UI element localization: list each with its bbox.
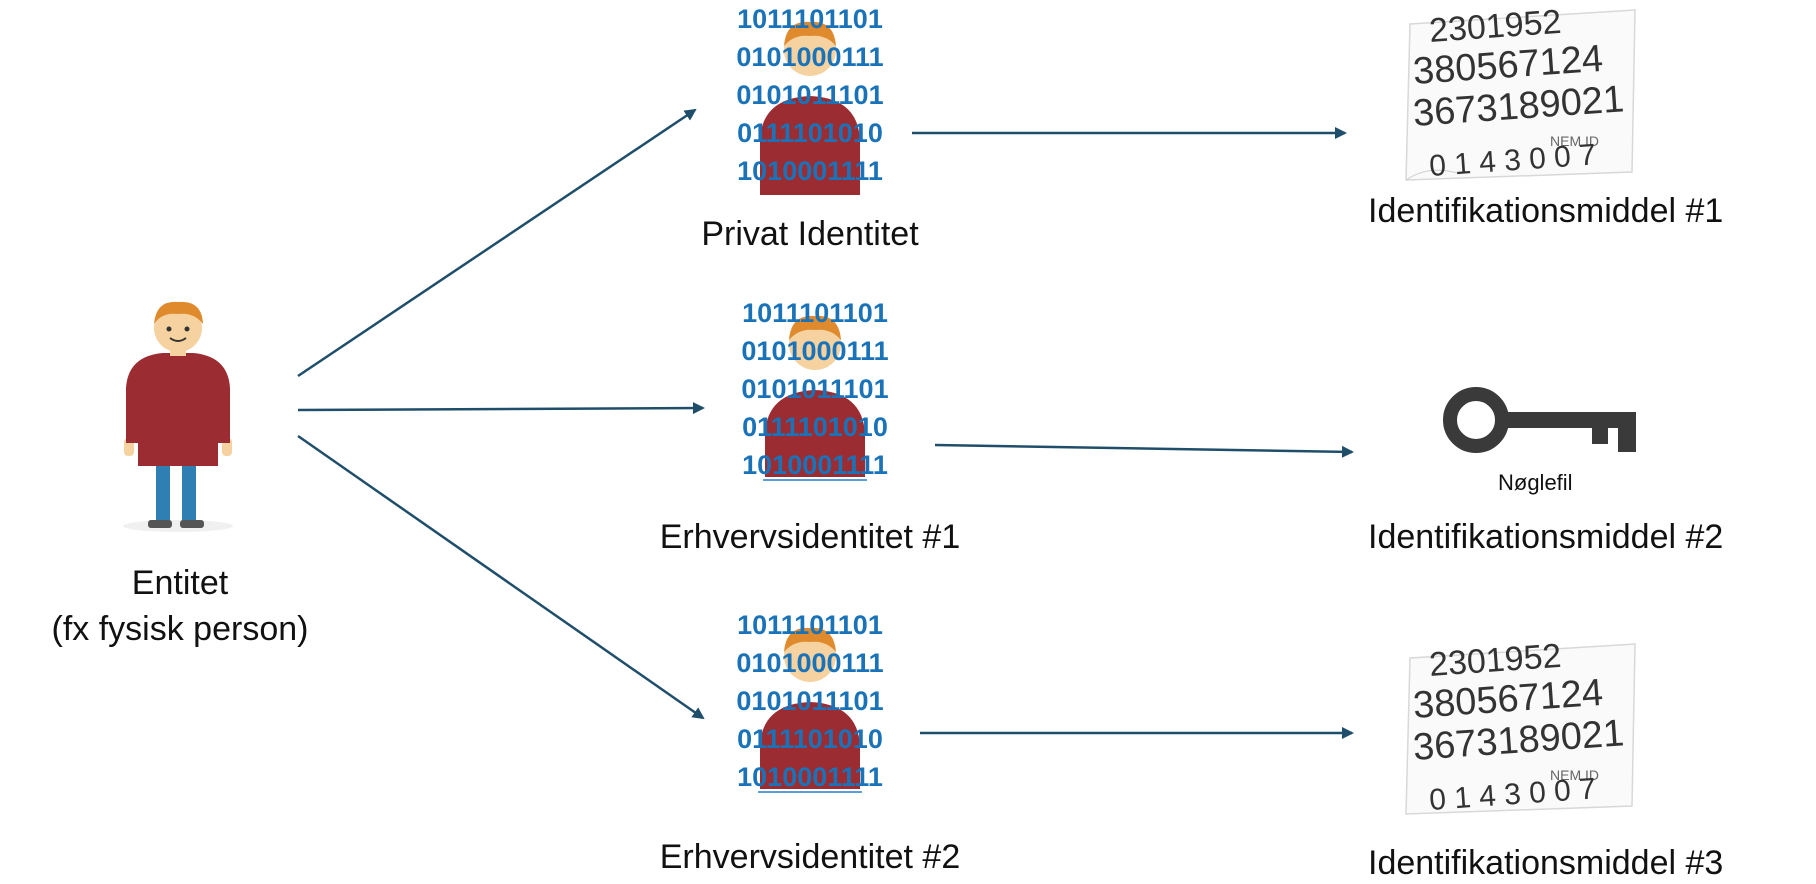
key-file-label: Nøglefil xyxy=(1498,470,1573,495)
binary-line: 0101011101 xyxy=(736,80,884,110)
binary-line: 1010001111 xyxy=(737,156,883,186)
binary-line: 0111101010 xyxy=(737,724,883,754)
binary-line: 0111101010 xyxy=(742,412,888,442)
business-identity-2-label: Erhvervsidentitet #2 xyxy=(659,838,961,876)
private-identity-label: Privat Identitet xyxy=(701,215,919,253)
binary-line: 1010001111 xyxy=(737,762,883,792)
nemid-card-icon: 2301952 380567124 3673189021 NEM ID 0 1 … xyxy=(1405,638,1636,817)
binary-line: 1011101101 xyxy=(742,298,888,328)
private-identity-figure: 1011101101 0101000111 0101011101 0111101… xyxy=(700,0,920,200)
key-icon xyxy=(1443,387,1636,453)
binary-line: 0101000111 xyxy=(736,648,884,678)
binary-code: 1011101101 0101000111 0101011101 0111101… xyxy=(705,294,925,484)
entity-label: Entitet (fx fysisk person) xyxy=(30,560,330,652)
binary-line: 1011101101 xyxy=(737,4,883,34)
means-3-label: Identifikationsmiddel #3 xyxy=(1368,844,1724,882)
binary-line: 0101011101 xyxy=(741,374,889,404)
binary-line: 0101000111 xyxy=(736,42,884,72)
card-brand: NEM ID xyxy=(1550,133,1599,149)
entity-label-line1: Entitet xyxy=(131,564,229,602)
binary-line: 0101011101 xyxy=(736,686,884,716)
nemid-card-icon: 2301952 380567124 3673189021 NEM ID 0 1 … xyxy=(1405,4,1636,183)
entity-label-line2: (fx fysisk person) xyxy=(51,610,309,648)
identity-person-icon xyxy=(760,21,860,195)
business-identity-2-figure: 1011101101 0101000111 0101011101 0111101… xyxy=(700,606,920,806)
binary-line: 0111101010 xyxy=(737,118,883,148)
binary-line: 1010001111 xyxy=(742,450,888,480)
means-1-label: Identifikationsmiddel #1 xyxy=(1368,192,1724,230)
arrow-entity-to-business2 xyxy=(297,434,705,720)
card-brand: NEM ID xyxy=(1550,767,1599,783)
binary-line: 0101000111 xyxy=(741,336,889,366)
means-2-label: Identifikationsmiddel #2 xyxy=(1368,518,1724,556)
business-identity-1-label: Erhvervsidentitet #1 xyxy=(659,518,961,556)
arrow-entity-to-private xyxy=(297,108,697,378)
binary-code: 1011101101 0101000111 0101011101 0111101… xyxy=(700,0,920,190)
arrow-entity-to-business1 xyxy=(297,402,705,415)
person-icon xyxy=(123,301,233,532)
business-identity-1-figure: 1011101101 0101000111 0101011101 0111101… xyxy=(705,294,925,494)
identity-person-icon xyxy=(758,627,862,793)
arrow-business1-to-means2 xyxy=(934,443,1354,458)
binary-code: 1011101101 0101000111 0101011101 0111101… xyxy=(700,606,920,796)
identity-person-icon xyxy=(763,315,867,481)
binary-line: 1011101101 xyxy=(737,610,883,640)
